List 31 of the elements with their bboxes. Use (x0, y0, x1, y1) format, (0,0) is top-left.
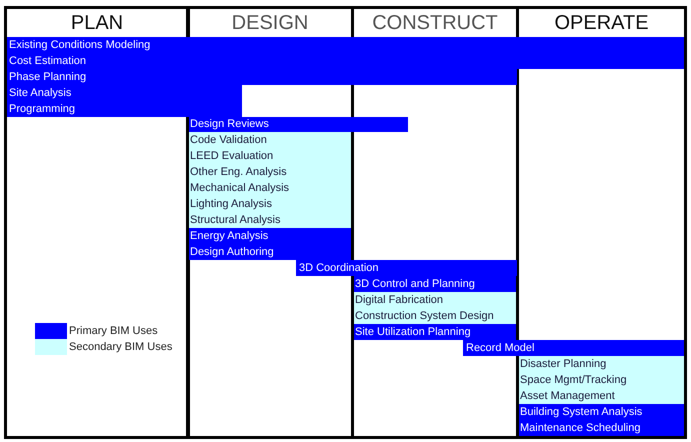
primary-use-bar: Energy Analysis (189, 228, 351, 244)
phase-heading: DESIGN (230, 11, 310, 36)
secondary-use-bar: Mechanical Analysis (189, 180, 351, 196)
primary-use-bar: Site Analysis (7, 85, 242, 101)
primary-use-bar: Design Reviews (189, 117, 408, 132)
primary-use-bar: Maintenance Scheduling (519, 420, 684, 436)
primary-use-bar: Design Authoring (189, 244, 351, 260)
secondary-use-bar: LEED Evaluation (189, 148, 351, 164)
phase-heading: CONSTRUCT (371, 11, 499, 36)
secondary-use-bar: Space Mgmt/Tracking (519, 372, 684, 388)
secondary-use-bar: Digital Fabrication (354, 292, 516, 308)
primary-use-bar: Cost Estimation (7, 53, 684, 69)
primary-use-bar: Building System Analysis (519, 404, 684, 420)
legend-label: Primary BIM Uses (69, 324, 158, 339)
phase-heading: PLAN (70, 11, 124, 36)
primary-use-bar: Programming (7, 101, 242, 117)
primary-use-bar: 3D Control and Planning (354, 276, 516, 292)
primary-use-bar: Site Utilization Planning (354, 324, 516, 340)
secondary-use-bar: Asset Management (519, 388, 684, 404)
secondary-use-bar: Lighting Analysis (189, 196, 351, 212)
legend-label: Secondary BIM Uses (69, 340, 172, 355)
secondary-use-bar: Disaster Planning (519, 356, 684, 372)
secondary-use-bar: Other Eng. Analysis (189, 164, 351, 180)
primary-use-bar: Record Model (463, 340, 684, 356)
secondary-use-bar: Construction System Design (354, 308, 516, 324)
phase-heading: OPERATE (553, 11, 650, 36)
primary-use-bar: Phase Planning (7, 69, 517, 85)
secondary-use-bar: Structural Analysis (189, 212, 351, 228)
primary-use-bar: 3D Coordination (296, 260, 517, 276)
primary-use-bar: Existing Conditions Modeling (7, 37, 684, 53)
secondary-use-bar: Code Validation (189, 132, 351, 148)
